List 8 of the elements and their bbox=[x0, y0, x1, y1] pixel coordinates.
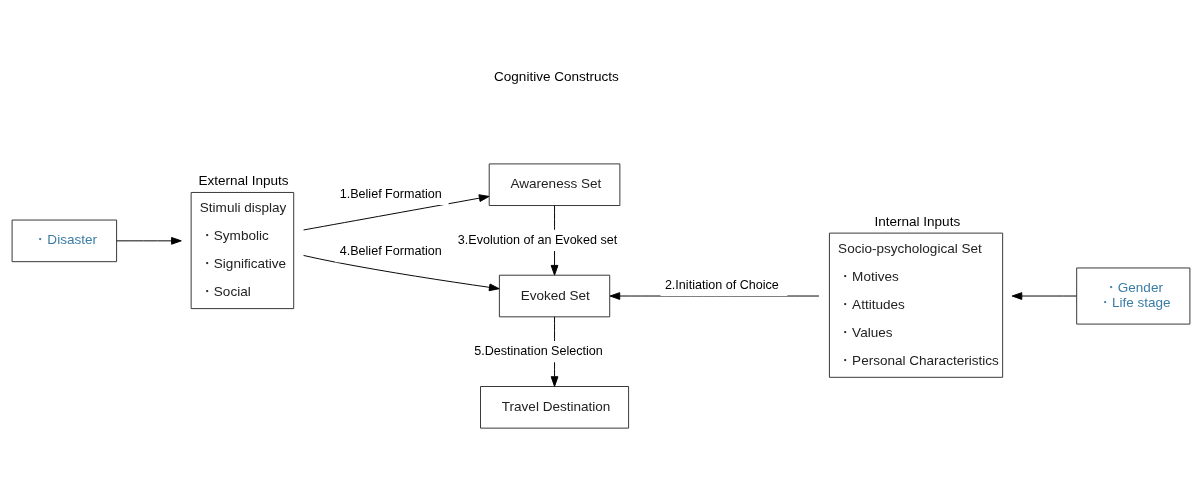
node-label: External Inputs bbox=[198, 172, 289, 188]
edge-label: 4.Belief Formation bbox=[339, 243, 442, 258]
label: Cognitive Constructs bbox=[494, 68, 619, 84]
edge-label: 3.Evolution of an Evoked set bbox=[457, 232, 618, 247]
edge-label: 5.Destination Selection bbox=[474, 343, 603, 358]
edge-label: 1.Belief Formation bbox=[339, 186, 442, 201]
edge-label: 2.Initiation of Choice bbox=[664, 277, 779, 292]
node-label: Internal Inputs bbox=[874, 213, 961, 229]
